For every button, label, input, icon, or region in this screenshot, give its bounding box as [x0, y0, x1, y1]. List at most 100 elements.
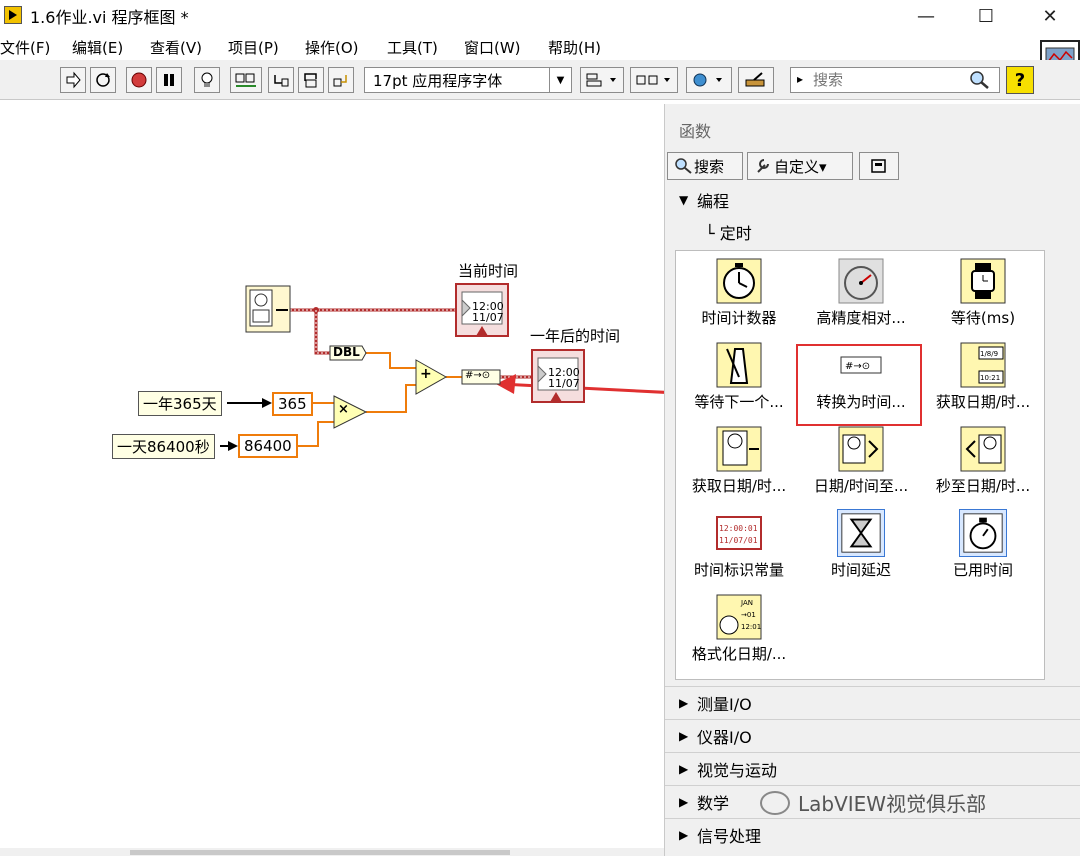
- step-over-button[interactable]: [298, 67, 324, 93]
- metronome-icon: [716, 342, 762, 388]
- category-vision-motion[interactable]: ▶ 视觉与运动: [665, 752, 1080, 784]
- run-arrow-icon: [66, 71, 81, 89]
- palette-item-high-resolution[interactable]: 高精度相对...: [798, 251, 924, 333]
- font-select[interactable]: 17pt 应用程序字体 ▼: [364, 67, 572, 93]
- stop-icon: [131, 72, 147, 88]
- category-signal-processing[interactable]: ▶ 信号处理: [665, 818, 1080, 850]
- scrollbar-thumb[interactable]: [130, 850, 510, 855]
- menu-operate[interactable]: 操作(O): [305, 39, 359, 57]
- minimize-button[interactable]: —: [917, 5, 935, 27]
- run-continuously-button[interactable]: [90, 67, 116, 93]
- step-into-icon: [274, 75, 289, 87]
- abort-button[interactable]: [126, 67, 152, 93]
- menu-edit[interactable]: 编辑(E): [72, 39, 124, 57]
- triangle-right-icon: ▶: [679, 794, 689, 809]
- wait-watch-icon: [960, 258, 1006, 304]
- constant-365[interactable]: 365: [272, 392, 313, 416]
- svg-text:12:01: 12:01: [741, 623, 761, 631]
- seconds-to-date-time-icon: [960, 426, 1006, 472]
- pause-button[interactable]: [156, 67, 182, 93]
- watermark: LabVIEW视觉俱乐部: [760, 788, 986, 817]
- labview-app-icon: [4, 6, 22, 24]
- year-comment-label[interactable]: 一年365天: [138, 391, 222, 416]
- category-instrument-io[interactable]: ▶ 仪器I/O: [665, 719, 1080, 751]
- svg-text:11/07/01: 11/07/01: [719, 536, 758, 545]
- menu-project[interactable]: 项目(P): [228, 39, 279, 57]
- run-arrow-button[interactable]: [60, 67, 86, 93]
- step-out-button[interactable]: [328, 67, 354, 93]
- palette-item-tick-count[interactable]: 时间计数器: [676, 251, 802, 333]
- diagram-wires: [220, 283, 664, 451]
- to-dbl-node[interactable]: [329, 345, 367, 361]
- triangle-down-icon: ▼: [679, 193, 689, 207]
- menu-file[interactable]: 文件(F): [0, 39, 51, 57]
- day-comment-label[interactable]: 一天86400秒: [112, 434, 215, 459]
- date-time-to-seconds-icon: [838, 426, 884, 472]
- palette-title: 函数: [679, 122, 712, 141]
- palette-item-seconds-to-date-time[interactable]: 秒至日期/时...: [920, 419, 1046, 501]
- wire-timestamp-to-dbl[interactable]: [314, 310, 330, 355]
- align-icon: [586, 73, 616, 87]
- align-objects-button[interactable]: [580, 67, 624, 93]
- get-date-time-node[interactable]: [245, 285, 291, 333]
- constant-86400[interactable]: 86400: [238, 434, 298, 458]
- current-time-label: 当前时间: [458, 262, 519, 280]
- cleanup-diagram-button[interactable]: [738, 67, 774, 93]
- palette-item-wait-next-multiple[interactable]: 等待下一个...: [676, 335, 802, 417]
- palette-item-convert-to-timestamp[interactable]: #→⊙ 转换为时间...: [798, 335, 924, 417]
- convert-node-text: #→⊙: [465, 370, 491, 381]
- palette-item-get-date-time-seconds[interactable]: 获取日期/时...: [676, 419, 802, 501]
- palette-customize-button[interactable]: 自定义▾: [747, 152, 853, 180]
- category-mathematics[interactable]: ▶ 数学: [665, 785, 1080, 817]
- context-help-button[interactable]: ?: [1006, 66, 1034, 94]
- menu-tools[interactable]: 工具(T): [387, 39, 438, 57]
- palette-search-button[interactable]: 搜索: [667, 152, 743, 180]
- pause-icon: [164, 74, 174, 86]
- year-later-indicator[interactable]: [531, 349, 585, 403]
- horizontal-scrollbar[interactable]: [0, 848, 664, 856]
- search-icon[interactable]: [969, 70, 991, 90]
- highlight-execution-button[interactable]: [194, 67, 220, 93]
- palette-item-time-delay[interactable]: 时间延迟: [798, 503, 924, 585]
- distribute-icon: [636, 75, 670, 85]
- palette-pin-button[interactable]: [859, 152, 899, 180]
- multiply-symbol: ×: [338, 402, 349, 417]
- search-input[interactable]: [813, 71, 963, 89]
- category-programming[interactable]: ▼ 编程: [679, 192, 730, 211]
- menu-view[interactable]: 查看(V): [150, 39, 202, 57]
- year-later-label: 一年后的时间: [530, 327, 621, 345]
- reorder-button[interactable]: [686, 67, 732, 93]
- menu-window[interactable]: 窗口(W): [464, 39, 521, 57]
- close-button[interactable]: ✕: [1042, 5, 1058, 27]
- wrench-icon: [757, 159, 769, 173]
- probe-icon: [235, 73, 256, 87]
- run-continuously-icon: [96, 73, 110, 87]
- palette-item-elapsed-time[interactable]: 已用时间: [920, 503, 1046, 585]
- menu-help[interactable]: 帮助(H): [548, 39, 601, 57]
- add-node[interactable]: [415, 359, 448, 395]
- maximize-button[interactable]: ☐: [977, 5, 995, 27]
- add-symbol: +: [420, 366, 432, 382]
- search-dropdown-icon: ▸: [797, 72, 804, 86]
- dbl-label: DBL: [333, 345, 360, 359]
- hourglass-icon: [837, 509, 885, 557]
- multiply-node[interactable]: [333, 395, 368, 429]
- distribute-objects-button[interactable]: [630, 67, 678, 93]
- palette-item-wait-ms[interactable]: 等待(ms): [920, 251, 1046, 333]
- wire-dbl-to-add[interactable]: [364, 352, 416, 369]
- convert-to-timestamp-node[interactable]: [461, 369, 501, 385]
- wire-mul-to-add[interactable]: [366, 384, 416, 413]
- step-into-button[interactable]: [268, 67, 294, 93]
- wire-86400-to-mul[interactable]: [298, 421, 334, 447]
- svg-text:10:21: 10:21: [980, 374, 1000, 382]
- palette-item-date-time-to-seconds[interactable]: 日期/时间至...: [798, 419, 924, 501]
- search-box[interactable]: ▸: [790, 67, 1000, 93]
- date-time-string-icon: 1/8/910:21: [960, 342, 1006, 388]
- retain-wire-values-button[interactable]: [230, 67, 262, 93]
- current-time-indicator[interactable]: [455, 283, 509, 337]
- category-measurement-io[interactable]: ▶ 测量I/O: [665, 686, 1080, 718]
